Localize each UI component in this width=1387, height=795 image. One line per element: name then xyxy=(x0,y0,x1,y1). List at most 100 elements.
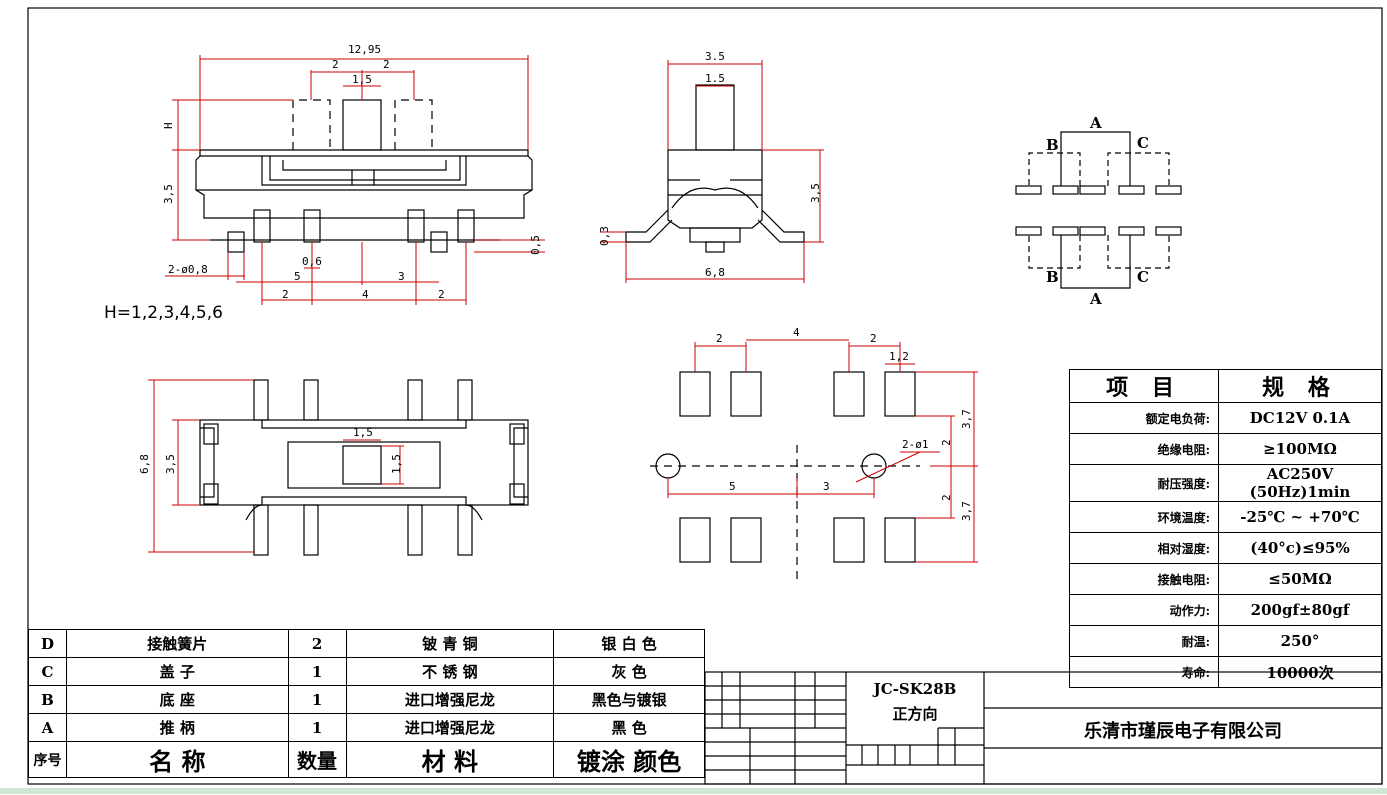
bom-material: 进口增强尼龙 xyxy=(345,685,555,714)
dim-pcb-x2: 3 xyxy=(823,480,830,493)
dim-bottom-inner: 3,5 xyxy=(164,454,177,474)
dim-pcb-h2: 2 xyxy=(940,439,953,446)
bom-finish: 黑 色 xyxy=(553,713,705,742)
spec-row: 动作力:200gf±80gf xyxy=(1069,594,1382,626)
dim-pcb-h3: 2 xyxy=(940,494,953,501)
spec-label: 接触电阻: xyxy=(1069,563,1219,595)
spec-value: -25℃ ~ +70℃ xyxy=(1218,501,1382,533)
dim-pin-pitch-m: 4 xyxy=(362,288,369,301)
spec-row: 环境温度:-25℃ ~ +70℃ xyxy=(1069,501,1382,533)
bom-finish: 灰 色 xyxy=(553,657,705,686)
company-name: 乐清市瑾辰电子有限公司 xyxy=(1084,721,1282,742)
bom-material: 铍 青 铜 xyxy=(345,629,555,658)
bom-qty: 2 xyxy=(287,629,347,658)
schematic-label-c-bottom: C xyxy=(1137,268,1149,286)
spec-table: 项 目 规 格 额定电负荷:DC12V 0.1A 绝缘电阻:≥100MΩ 耐压强… xyxy=(1069,369,1382,688)
dim-top-total: 12,95 xyxy=(348,43,381,56)
bom-header-name: 名 称 xyxy=(65,741,289,778)
schematic-label-a-bottom: A xyxy=(1089,290,1102,308)
bom-no: D xyxy=(28,629,67,658)
side-view xyxy=(625,84,805,253)
spec-value: ≥100MΩ xyxy=(1218,433,1382,465)
dim-pin-pitch-l: 2 xyxy=(282,288,289,301)
spec-label: 相对湿度: xyxy=(1069,532,1219,564)
bottom-view xyxy=(199,379,529,556)
bom-qty: 1 xyxy=(287,685,347,714)
schematic-label-b-bottom: B xyxy=(1046,268,1059,286)
dim-pcb-hole: 2-ø1 xyxy=(902,438,929,451)
spec-label: 绝缘电阻: xyxy=(1069,433,1219,465)
dim-pcb-p3: 2 xyxy=(870,332,877,345)
spec-value: 200gf±80gf xyxy=(1218,594,1382,626)
side-view-dimensions: 3.5 1.5 3,5 0,3 6,8 xyxy=(598,50,824,283)
front-view xyxy=(195,99,533,253)
bom-header-row: 序号 名 称 数量 材 料 镀涂 颜色 xyxy=(28,741,705,778)
spec-header-spec: 规 格 xyxy=(1218,369,1382,403)
spec-value: DC12V 0.1A xyxy=(1218,402,1382,434)
spec-row: 寿命:10000次 xyxy=(1069,656,1382,688)
spec-label: 耐温: xyxy=(1069,625,1219,657)
bom-material: 不 锈 钢 xyxy=(345,657,555,686)
bom-no: A xyxy=(28,713,67,742)
dim-pcb-h1: 3,7 xyxy=(960,409,973,429)
schematic-label-c-top: C xyxy=(1137,134,1149,152)
dim-pcb-pad: 1,2 xyxy=(889,350,909,363)
spec-value: 10000次 xyxy=(1218,656,1382,688)
pcb-layout xyxy=(650,371,920,585)
spec-row: 耐压强度:AC250V (50Hz)1min xyxy=(1069,464,1382,502)
bom-row: A 推 柄 1 进口增强尼龙 黑 色 xyxy=(28,713,705,742)
bom-no: C xyxy=(28,657,67,686)
bottom-view-dimensions: 1,5 1,5 3,5 6,8 xyxy=(138,379,404,553)
bom-material: 进口增强尼龙 xyxy=(345,713,555,742)
schematic-label-a-top: A xyxy=(1089,114,1102,132)
dim-side-height: 3,5 xyxy=(809,183,822,203)
dim-pin-thick: 0,5 xyxy=(529,235,542,255)
switch-schematic: A B C B C A xyxy=(1015,114,1182,308)
bom-name: 推 柄 xyxy=(65,713,289,742)
bom-row: B 底 座 1 进口增强尼龙 黑色与镀银 xyxy=(28,685,705,714)
spec-value: 250° xyxy=(1218,625,1382,657)
spec-label: 寿命: xyxy=(1069,656,1219,688)
spec-label: 动作力: xyxy=(1069,594,1219,626)
bom-row: D 接触簧片 2 铍 青 铜 银 白 色 xyxy=(28,629,705,658)
dim-pin-pitch-r: 2 xyxy=(438,288,445,301)
spec-value: AC250V (50Hz)1min xyxy=(1218,464,1382,502)
dim-pcb-p1: 2 xyxy=(716,332,723,345)
spec-value: (40°c)≤95% xyxy=(1218,532,1382,564)
bom-table: D 接触簧片 2 铍 青 铜 银 白 色 C 盖 子 1 不 锈 钢 灰 色 B… xyxy=(28,629,705,778)
dim-top-pitch-right: 2 xyxy=(383,58,390,71)
dim-top-knob: 1,5 xyxy=(352,73,372,86)
spec-row: 耐温:250° xyxy=(1069,625,1382,657)
spec-label: 额定电负荷: xyxy=(1069,402,1219,434)
h-note: H=1,2,3,4,5,6 xyxy=(104,303,223,323)
dim-side-foot: 0,3 xyxy=(598,226,611,246)
bom-name: 底 座 xyxy=(65,685,289,714)
dim-side-knob: 1.5 xyxy=(705,72,725,85)
dim-pin-off-a: 0,6 xyxy=(302,255,322,268)
bom-header-no: 序号 xyxy=(28,741,67,778)
dim-pcb-x1: 5 xyxy=(729,480,736,493)
bom-row: C 盖 子 1 不 锈 钢 灰 色 xyxy=(28,657,705,686)
dim-pin-dia: 2-ø0,8 xyxy=(168,263,208,276)
bom-no: B xyxy=(28,685,67,714)
spec-row: 接触电阻:≤50MΩ xyxy=(1069,563,1382,595)
dim-bottom-total: 6,8 xyxy=(138,454,151,474)
dim-side-span: 6,8 xyxy=(705,266,725,279)
bom-name: 接触簧片 xyxy=(65,629,289,658)
pcb-dimensions: 2 4 2 1,2 3,7 2 2 3,7 2-ø1 5 3 xyxy=(667,326,978,563)
bom-header-finish: 镀涂 颜色 xyxy=(553,741,705,778)
schematic-label-b-top: B xyxy=(1046,136,1059,154)
dim-pcb-h4: 3,7 xyxy=(960,501,973,521)
bom-header-material: 材 料 xyxy=(345,741,555,778)
bom-qty: 1 xyxy=(287,713,347,742)
spec-row: 额定电负荷:DC12V 0.1A xyxy=(1069,402,1382,434)
dim-pcb-p2: 4 xyxy=(793,326,800,339)
dim-bottom-knob-w: 1,5 xyxy=(353,426,373,439)
dim-side-width: 3.5 xyxy=(705,50,725,63)
spec-value: ≤50MΩ xyxy=(1218,563,1382,595)
dim-top-pitch-left: 2 xyxy=(332,58,339,71)
front-view-dimensions: 12,95 2 2 1,5 H 3,5 2-ø0,8 0,6 5 3 2 4 2 xyxy=(162,43,545,305)
bom-finish: 银 白 色 xyxy=(553,629,705,658)
dim-pin-off-b: 5 xyxy=(294,270,301,283)
